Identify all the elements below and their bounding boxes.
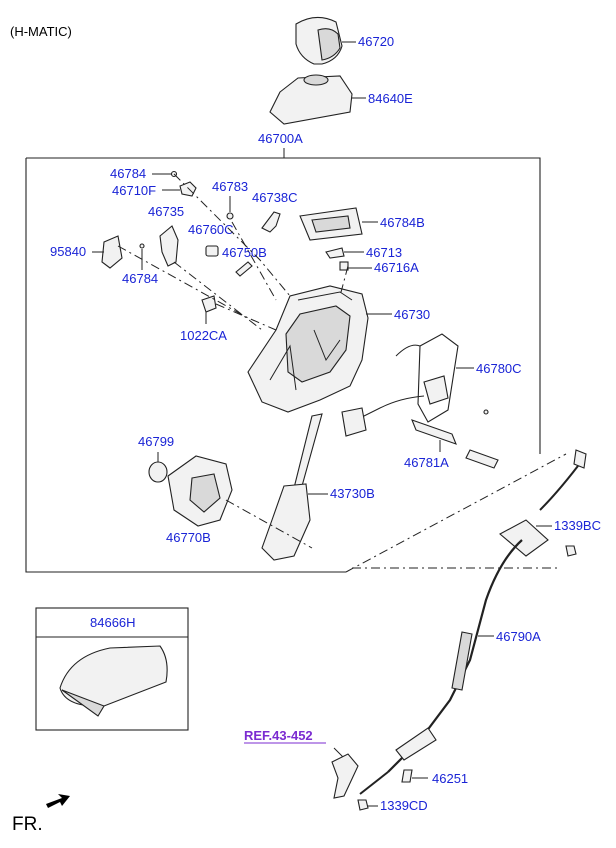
lever-46738C — [261, 211, 281, 233]
label-46716A: 46716A — [374, 260, 419, 275]
cable-46790A — [359, 449, 587, 795]
inset-84666H — [35, 607, 189, 731]
sensor-95840 — [101, 235, 123, 269]
label-43730B: 43730B — [330, 486, 375, 501]
ref-link[interactable]: REF.43-452 — [244, 728, 313, 743]
assembly-bracket — [26, 157, 541, 454]
label-46784-top: 46784 — [110, 166, 146, 181]
label-46710F: 46710F — [112, 183, 156, 198]
part-46760C — [205, 245, 219, 257]
shift-knob — [295, 16, 343, 65]
label-46760C: 46760C — [188, 222, 234, 237]
label-46251: 46251 — [432, 771, 468, 786]
bracket-46735 — [159, 225, 179, 267]
part-1022CA — [201, 295, 217, 313]
label-1022CA: 1022CA — [180, 328, 227, 343]
label-46783: 46783 — [212, 179, 248, 194]
part-46750B — [235, 261, 253, 277]
part-46713 — [325, 247, 345, 259]
label-46784-low: 46784 — [122, 271, 158, 286]
label-95840: 95840 — [50, 244, 86, 259]
label-46720: 46720 — [358, 34, 394, 49]
label-46781A: 46781A — [404, 455, 449, 470]
label-46780C: 46780C — [476, 361, 522, 376]
label-46730: 46730 — [394, 307, 430, 322]
label-46750B: 46750B — [222, 245, 267, 260]
label-46735: 46735 — [148, 204, 184, 219]
label-46738C: 46738C — [252, 190, 298, 205]
label-46770B: 46770B — [166, 530, 211, 545]
bracket-ref — [331, 753, 359, 799]
label-46700A: 46700A — [258, 131, 303, 146]
label-46713: 46713 — [366, 245, 402, 260]
cap-46799 — [148, 461, 168, 483]
pin-46781A — [411, 419, 499, 469]
bracket-46770B — [167, 455, 233, 527]
label-84666H: 84666H — [90, 615, 136, 630]
label-46790A: 46790A — [496, 629, 541, 644]
label-46784B: 46784B — [380, 215, 425, 230]
nut-1339BC — [565, 545, 577, 557]
front-marker: FR. — [12, 814, 43, 835]
label-1339BC: 1339BC — [554, 518, 601, 533]
harness-46780C — [341, 333, 459, 437]
label-46799: 46799 — [138, 434, 174, 449]
nut-1339CD — [357, 799, 369, 811]
front-arrow-icon — [46, 794, 70, 808]
label-84640E: 84640E — [368, 91, 413, 106]
variant-title: (H-MATIC) — [10, 24, 72, 39]
shifter-housing-46730 — [247, 285, 369, 413]
clip-46251 — [401, 769, 413, 783]
label-1339CD: 1339CD — [380, 798, 428, 813]
lever-43730B — [261, 413, 323, 561]
shift-boot — [269, 74, 353, 125]
